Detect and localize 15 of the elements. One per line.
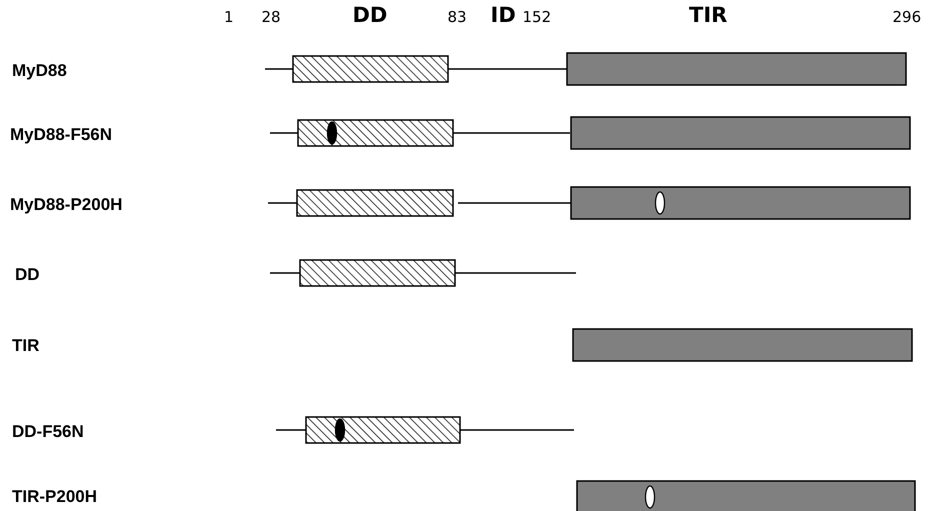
position-number: 296	[892, 10, 922, 24]
domain-name: DD	[352, 4, 388, 26]
construct-name: MyD88-F56N	[10, 126, 112, 142]
position-number: 152	[522, 10, 552, 24]
position-number: 83	[448, 10, 467, 24]
position-number: 1	[224, 10, 234, 24]
domain-name: TIR	[689, 4, 728, 26]
domain-name: ID	[490, 4, 516, 26]
construct-name: TIR	[12, 336, 40, 354]
position-number: 28	[262, 10, 281, 24]
construct-name: TIR-P200H	[12, 488, 98, 504]
construct-name: DD	[15, 266, 40, 282]
construct-name: MyD88	[12, 62, 67, 78]
construct-name: DD-F56N	[12, 422, 84, 440]
construct-name: MyD88-P200H	[10, 196, 122, 212]
